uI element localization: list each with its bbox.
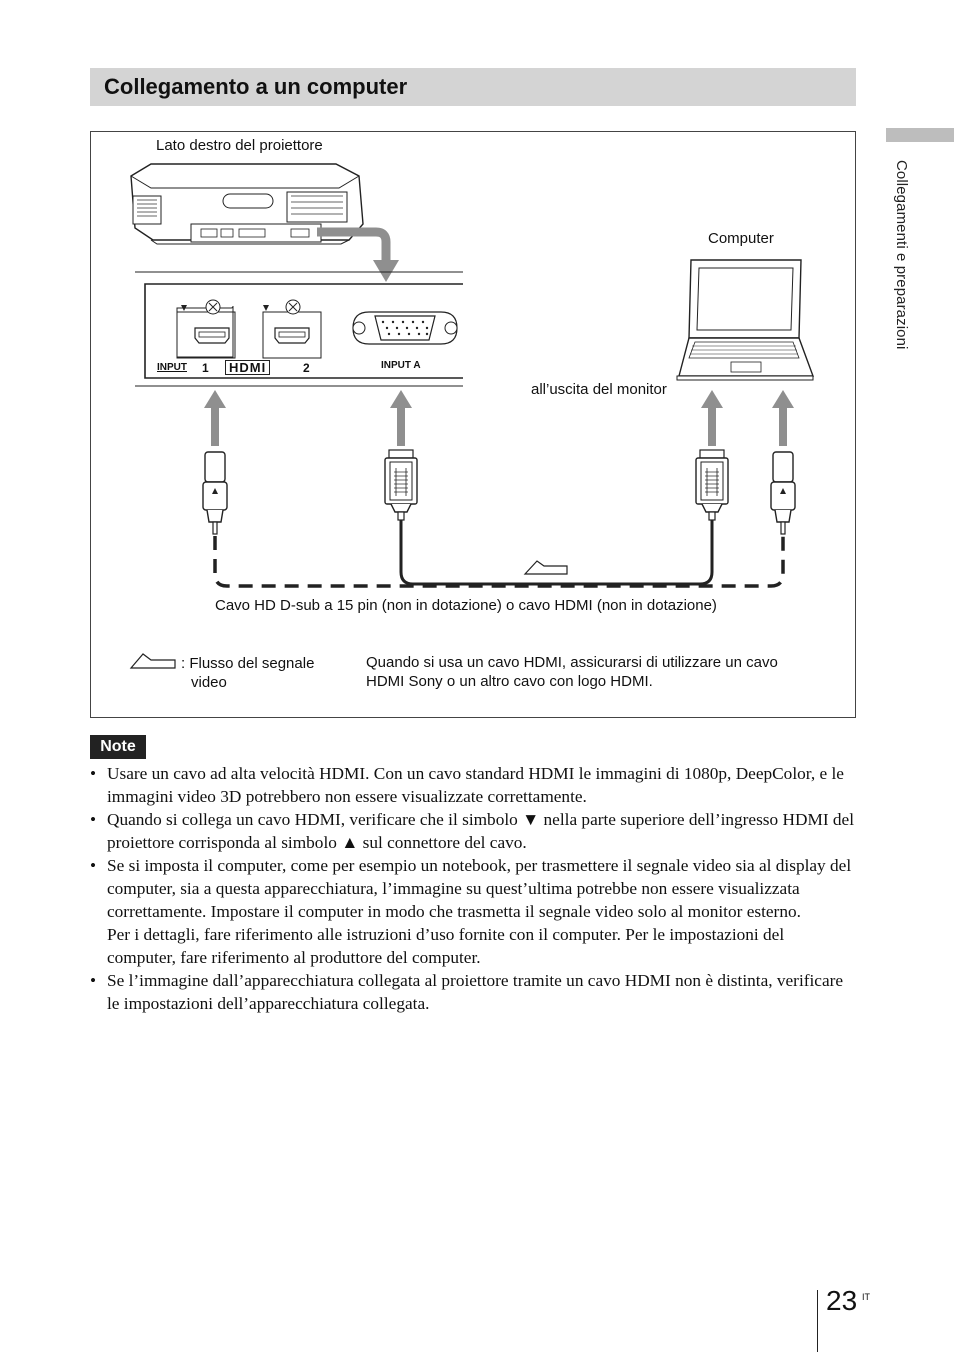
panel-input-label: INPUT	[157, 362, 187, 373]
panel-hdmi2-label: 2	[303, 361, 310, 375]
section-header: Collegamento a un computer	[90, 68, 856, 106]
side-tab-label: Collegamenti e preparazioni	[893, 160, 910, 350]
laptop-illustration	[676, 259, 815, 381]
page-number: 23	[826, 1285, 858, 1316]
bullet-icon: •	[90, 971, 97, 990]
note-item: • Usare un cavo ad alta velocità HDMI. C…	[90, 764, 844, 806]
bullet-icon: •	[90, 856, 97, 875]
hdmi-plug-icon	[770, 451, 796, 535]
up-arrow-icon	[204, 390, 226, 446]
bullet-icon: •	[90, 810, 97, 829]
hdmi-cable-note: Quando si usa un cavo HDMI, assicurarsi …	[366, 654, 778, 690]
dsub-cable	[399, 520, 714, 586]
page-number-rule	[817, 1290, 818, 1352]
vga-plug-icon	[695, 449, 729, 521]
signal-flow-arrow-icon	[523, 560, 568, 575]
up-arrow-icon	[701, 390, 723, 446]
note-item: • Quando si collega un cavo HDMI, verifi…	[90, 810, 855, 852]
panel-hdmi1-label: 1	[202, 361, 209, 375]
projector-input-panel	[135, 271, 463, 387]
projector-side-label: Lato destro del proiettore	[156, 137, 323, 154]
panel-input-a-label: INPUT A	[381, 360, 421, 371]
bullet-icon: •	[90, 764, 97, 783]
legend-signal-arrow-icon	[129, 653, 176, 669]
diagram-graphics	[129, 163, 815, 669]
hdmi-logo: HDMI	[225, 360, 271, 375]
page-language: IT	[862, 1292, 870, 1302]
legend-signal-label-2: video	[191, 674, 227, 691]
connection-diagram: Lato destro del proiettore Computer all’…	[90, 131, 856, 718]
note-badge: Note	[90, 735, 146, 759]
note-item: • Se si imposta il computer, come per es…	[90, 856, 852, 967]
note-item: • Se l’immagine dall’apparecchiatura col…	[90, 971, 844, 1013]
computer-label: Computer	[708, 230, 774, 247]
hdmi-cable	[213, 536, 785, 588]
legend-signal-label: : Flusso del segnale	[181, 655, 315, 672]
notes-list: • Usare un cavo ad alta velocità HDMI. C…	[90, 762, 856, 1015]
down-arrow-icon	[373, 260, 399, 282]
monitor-output-label: all’uscita del monitor	[531, 381, 667, 398]
section-title: Collegamento a un computer	[104, 74, 408, 99]
up-arrow-icon	[390, 390, 412, 446]
up-arrow-icon	[772, 390, 794, 446]
hdmi-plug-icon	[202, 451, 228, 535]
vga-plug-icon	[384, 449, 418, 521]
projector-illustration	[130, 163, 364, 245]
cable-caption: Cavo HD D-sub a 15 pin (non in dotazione…	[215, 597, 717, 614]
side-tab-marker	[886, 128, 954, 142]
